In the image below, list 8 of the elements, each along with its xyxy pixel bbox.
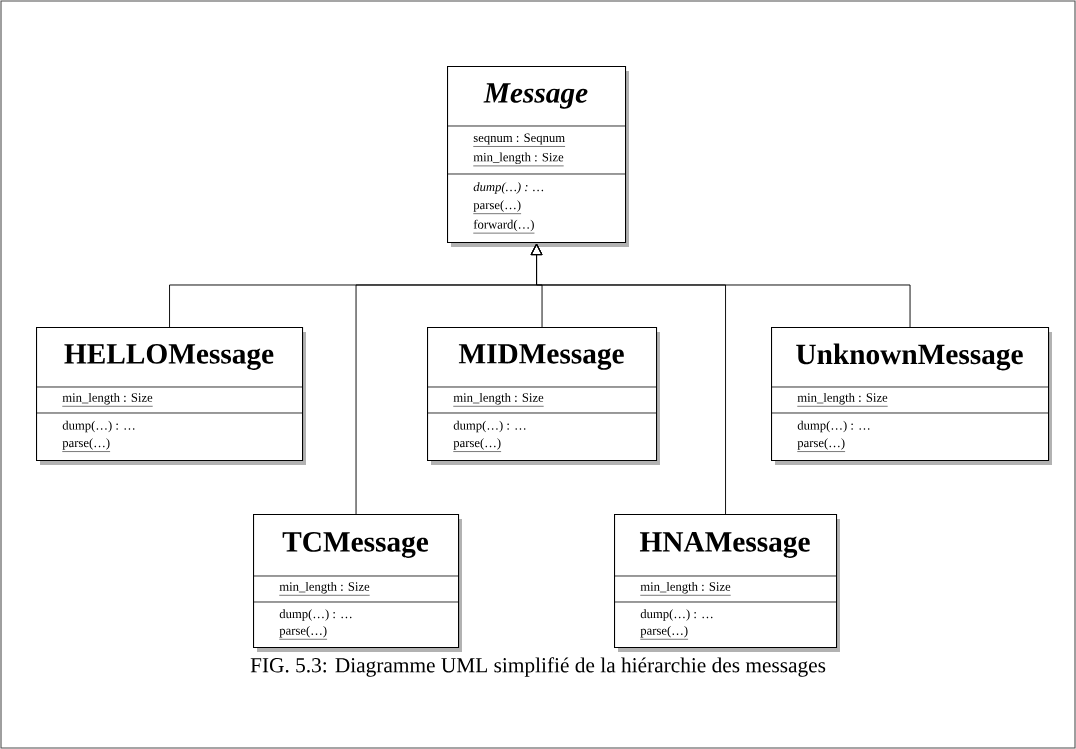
class-box: HNAMessage min_length : Size dump(…) : … parse(…)	[613, 514, 840, 652]
class-box: UnknownMessage min_length : Size dump(…) : … parse(…)	[770, 327, 1052, 465]
class-box: Message seqnum : Seqnum min_length : Size dump(…) : … parse(…) forward(…)	[446, 66, 629, 247]
class-box: MIDMessage min_length : Size dump(…) : … parse(…)	[426, 327, 660, 465]
class-box: HELLOMessage min_length : Size dump(…) : … parse(…)	[35, 327, 306, 465]
generalization-arrow	[530, 243, 911, 328]
class-box: TCMessage min_length : Size dump(…) : … parse(…)	[252, 514, 462, 652]
figure-caption: FIG. 5.3: Diagramme UML simplifié de la hiérarchie des messages	[250, 657, 826, 677]
